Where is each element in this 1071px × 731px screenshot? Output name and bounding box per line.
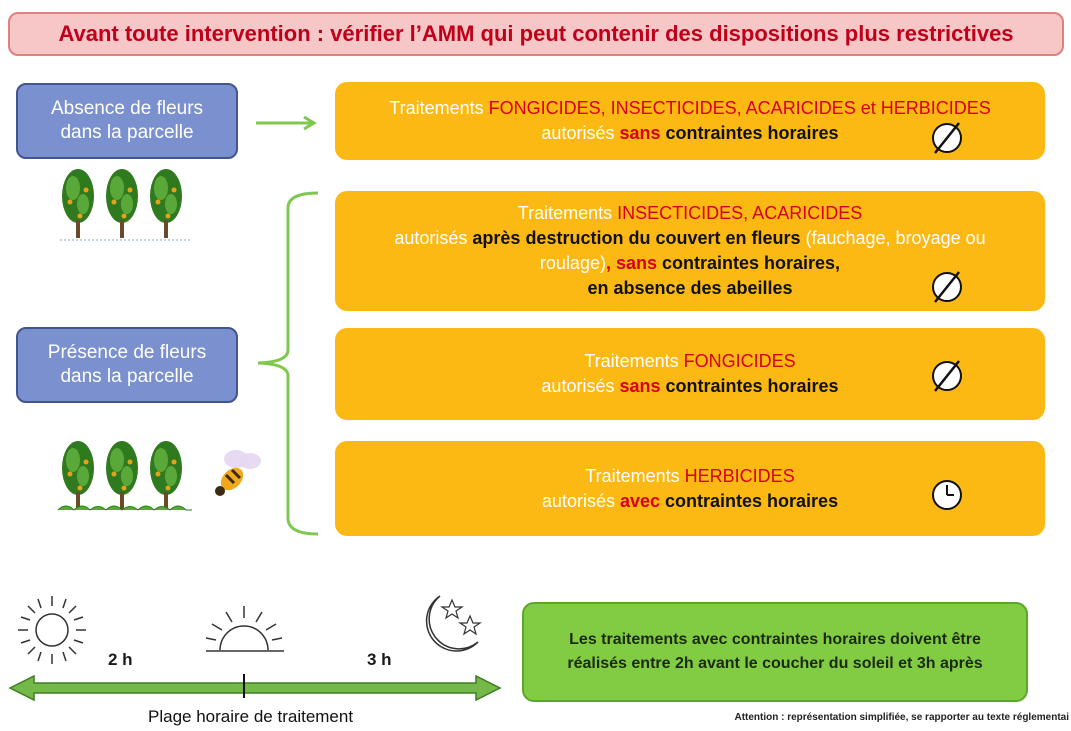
condition-flowers-line1: Présence de fleurs bbox=[47, 342, 207, 363]
condition-no-flowers-line1: Absence de fleurs bbox=[50, 98, 204, 119]
rule4-products: HERBICIDES bbox=[684, 465, 795, 486]
timeline bbox=[8, 595, 502, 702]
clock-crossed-icon bbox=[932, 271, 962, 303]
trees-no-flowers-icon bbox=[60, 169, 192, 241]
time-before-label: 2 h bbox=[108, 650, 133, 669]
time-after-label: 3 h bbox=[367, 650, 392, 669]
rule1-prefix: Traitements bbox=[389, 98, 489, 118]
rule2-constraint: contraintes horaires, bbox=[657, 253, 841, 273]
constraint-note-line2: réalisés entre 2h avant le coucher du so… bbox=[567, 655, 983, 672]
rule2-bees: en absence des abeilles bbox=[587, 278, 793, 298]
rule2-methods: (fauchage, broyage ou bbox=[800, 228, 986, 248]
rule4-constraint: contraintes horaires bbox=[660, 490, 839, 511]
footnote: Attention : représentation simplifiée, s… bbox=[734, 712, 1069, 723]
rule-herbicides: Traitements HERBICIDES autorisés avec co… bbox=[335, 441, 1045, 536]
rule1-authorized: autorisés bbox=[541, 123, 620, 143]
arrow-right-icon bbox=[256, 115, 317, 131]
rule1-products: FONGICIDES, INSECTICIDES, ACARICIDES et … bbox=[488, 98, 991, 118]
rule1-condition: sans bbox=[619, 123, 661, 143]
rule3-authorized: autorisés bbox=[541, 376, 620, 396]
moon-icon bbox=[425, 595, 482, 652]
timeline-caption: Plage horaire de traitement bbox=[148, 707, 354, 726]
rule3-constraint: contraintes horaires bbox=[660, 376, 839, 396]
condition-flowers: Présence de fleurs dans la parcelle bbox=[16, 327, 238, 403]
warning-banner: Avant toute intervention : vérifier l’AM… bbox=[8, 12, 1064, 56]
rule2-products: INSECTICIDES, ACARICIDES bbox=[617, 203, 863, 223]
rule-fongicides: Traitements FONGICIDES autorisés sans co… bbox=[335, 328, 1045, 420]
rule2-condition: après destruction du couvert en fleurs bbox=[472, 228, 801, 248]
rule2-authorized: autorisés bbox=[394, 228, 473, 248]
rule4-prefix: Traitements bbox=[585, 465, 685, 486]
clock-crossed-icon bbox=[932, 122, 962, 154]
time-range-arrow bbox=[8, 674, 502, 702]
rule3-prefix: Traitements bbox=[584, 351, 684, 371]
condition-no-flowers: Absence de fleurs dans la parcelle bbox=[16, 83, 238, 159]
constraint-note-line1: Les traitements avec contraintes horaire… bbox=[569, 631, 981, 648]
rule3-condition: sans bbox=[619, 376, 661, 396]
clock-crossed-icon bbox=[932, 360, 962, 392]
rule-insecticides: Traitements INSECTICIDES, ACARICIDES aut… bbox=[335, 191, 1045, 311]
sun-icon bbox=[18, 596, 86, 664]
rule2-sans: , sans bbox=[605, 253, 657, 273]
trees-flowers-icon bbox=[57, 441, 192, 511]
rule1-constraint: contraintes horaires bbox=[660, 123, 839, 143]
warning-banner-text: Avant toute intervention : vérifier l’AM… bbox=[58, 21, 1014, 46]
sunset-icon bbox=[205, 606, 284, 652]
rule3-products: FONGICIDES bbox=[683, 351, 796, 371]
condition-flowers-line2: dans la parcelle bbox=[60, 366, 194, 387]
rule4-authorized: autorisés bbox=[541, 490, 620, 511]
constraint-note: Les traitements avec contraintes horaire… bbox=[522, 602, 1028, 702]
clock-icon bbox=[932, 480, 962, 510]
condition-no-flowers-line2: dans la parcelle bbox=[60, 122, 194, 143]
bee-icon bbox=[215, 450, 261, 496]
rule-no-flowers: Traitements FONGICIDES, INSECTICIDES, AC… bbox=[335, 82, 1045, 160]
rule2-methods-end: roulage) bbox=[539, 253, 606, 273]
rule4-condition: avec bbox=[619, 490, 661, 511]
rule2-prefix: Traitements bbox=[517, 203, 618, 223]
